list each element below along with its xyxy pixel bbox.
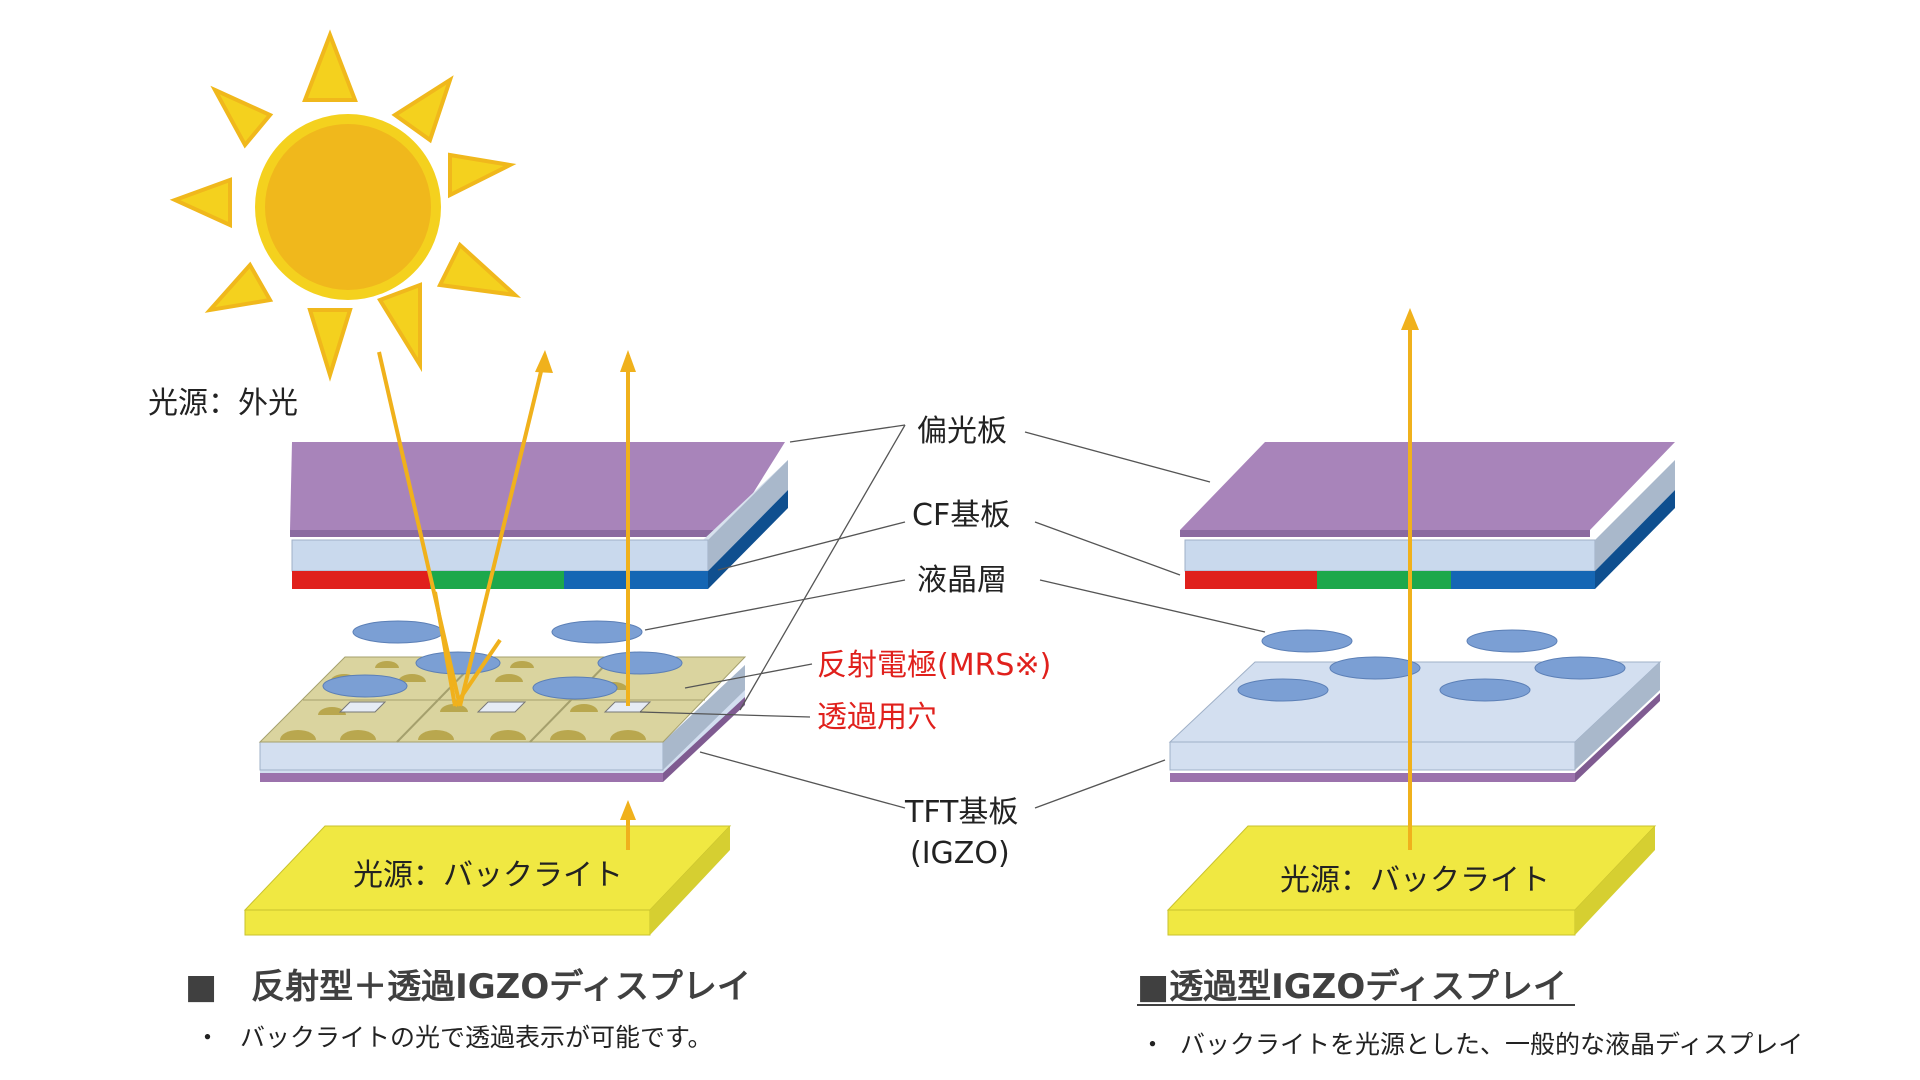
filter-blue — [564, 571, 708, 589]
sun-ray — [210, 85, 274, 149]
transmission-hole — [476, 701, 527, 713]
filter-blue — [1451, 571, 1595, 589]
transmission-hole-label: 透過用穴 — [817, 700, 937, 735]
arrow-head — [620, 800, 636, 820]
sun-ray — [307, 308, 353, 382]
right-bullet-text: バックライトを光源とした、一般的な液晶ディスプレイ — [1180, 1030, 1803, 1059]
lc-droplet — [1237, 678, 1329, 702]
lc-droplet — [322, 674, 408, 698]
arrow-head — [620, 350, 636, 372]
left-backlight — [243, 825, 732, 936]
cf-substrate-label: CF基板 — [912, 498, 1010, 533]
sun-ray — [204, 261, 274, 313]
lc-droplet — [532, 676, 618, 700]
filter-red — [292, 571, 430, 589]
lc-droplet — [597, 651, 683, 675]
lc-droplet — [1534, 656, 1626, 680]
filter-green — [1317, 571, 1451, 589]
sun-ray — [169, 177, 232, 229]
left-bullet-mark: ・ — [195, 1023, 220, 1052]
right-tft-substrate — [1168, 661, 1662, 782]
sun-icon — [169, 29, 522, 382]
sun-disc — [255, 114, 441, 300]
right-polarizer — [1180, 442, 1675, 537]
lc-droplet — [551, 620, 643, 644]
left-polarizer — [290, 442, 785, 537]
sun-ray — [448, 152, 517, 199]
left-bullet-text: バックライトの光で透過表示が可能です。 — [240, 1023, 713, 1052]
lc-droplet — [1261, 629, 1353, 653]
transmission-hole — [338, 701, 387, 713]
right-backlight — [1166, 825, 1657, 936]
right-light-path — [1401, 308, 1419, 850]
left-cf-substrate — [291, 460, 788, 589]
right-backlight-label: 光源：バックライト — [1280, 863, 1550, 898]
right-title: ■透過型IGZOディスプレイ — [1137, 967, 1567, 1007]
left-backlight-label: 光源：バックライト — [353, 858, 623, 893]
leader-lines — [639, 424, 1266, 809]
reflective-electrode-label: 反射電極(MRS※) — [817, 648, 1051, 683]
lc-layer-label: 液晶層 — [917, 563, 1007, 598]
polarizer-label: 偏光板 — [917, 414, 1007, 449]
external-light-label: 光源：外光 — [148, 386, 298, 421]
tft-substrate-label: TFT基板 — [904, 795, 1018, 830]
sun-ray — [377, 282, 422, 373]
right-bullet-mark: ・ — [1140, 1030, 1165, 1059]
lc-droplet — [1466, 629, 1558, 653]
lc-droplet — [1329, 656, 1421, 680]
sun-ray — [391, 75, 454, 144]
filter-green — [430, 571, 564, 589]
sun-ray — [302, 29, 358, 102]
lc-droplet — [352, 620, 444, 644]
right-cf-substrate — [1184, 460, 1675, 589]
left-title: ■ 反射型＋透過IGZOディスプレイ — [185, 967, 751, 1007]
transmission-hole — [603, 701, 652, 713]
tft-igzo-label: (IGZO) — [910, 836, 1010, 871]
arrow-head — [535, 350, 553, 373]
sun-ray — [436, 241, 522, 298]
arrow-head — [1401, 308, 1419, 330]
filter-red — [1185, 571, 1317, 589]
left-tft-substrate — [259, 665, 745, 782]
lc-droplet — [1439, 678, 1531, 702]
